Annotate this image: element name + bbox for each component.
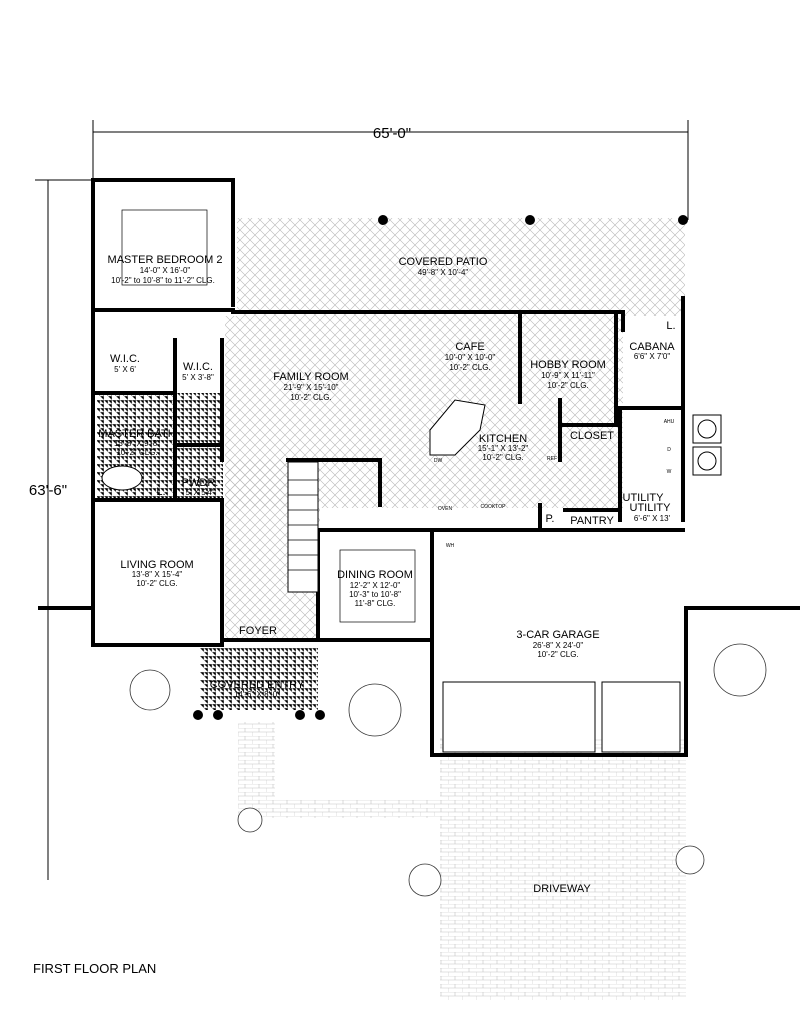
svg-text:10'-2" CLG.: 10'-2" CLG. xyxy=(547,381,588,390)
room-master-bedroom: MASTER BEDROOM 2 14'-0" X 16'-0" 10'-2" … xyxy=(108,254,223,285)
bathtub xyxy=(101,465,143,491)
svg-text:COVERED PATIO: COVERED PATIO xyxy=(399,256,488,268)
room-family-room: FAMILY ROOM 21'-9" X 15'-10" 10'-2" CLG. xyxy=(273,371,348,402)
fixture-w: W xyxy=(667,469,672,475)
room-powder: PWDR. 5' X 5'4" xyxy=(182,477,219,497)
svg-text:HOBBY ROOM: HOBBY ROOM xyxy=(530,359,606,371)
room-hobby-room: HOBBY ROOM 10'-9" X 11'-11" 10'-2" CLG. xyxy=(530,359,606,390)
svg-text:CAFE: CAFE xyxy=(455,341,484,353)
svg-text:FAMILY ROOM: FAMILY ROOM xyxy=(273,371,348,383)
room-wic-1: W.I.C. 5' X 6' xyxy=(110,353,140,374)
svg-text:10'-2" to 10'-8" to 11'-2" CLG: 10'-2" to 10'-8" to 11'-2" CLG. xyxy=(111,276,215,285)
room-utility: UTILITY UTILITY 6'-6" X 13' xyxy=(623,492,672,523)
room-kitchen: KITCHEN 15'-1" X 13'-2" 10'-2" CLG. xyxy=(478,433,529,462)
svg-text:10'-0" X 10'-0": 10'-0" X 10'-0" xyxy=(445,353,496,362)
landscape-plants xyxy=(129,643,767,897)
room-master-bath: MASTER BATH 13'-8" X 9'-8" 10'-2" CLG. xyxy=(98,428,175,457)
svg-text:6'-6" X 13': 6'-6" X 13' xyxy=(634,514,671,523)
room-linen-1: L. xyxy=(156,486,165,498)
room-foyer: FOYER xyxy=(239,625,277,637)
covered-patio-floor xyxy=(237,218,685,316)
svg-text:15'-1" X 13'-2": 15'-1" X 13'-2" xyxy=(478,444,529,453)
fixture-ahu: AHU xyxy=(664,419,675,425)
svg-text:14'-6" X 8'-0": 14'-6" X 8'-0" xyxy=(234,690,280,699)
washer-dryer xyxy=(692,414,722,476)
kitchen-island xyxy=(429,399,486,456)
svg-text:MASTER BATH: MASTER BATH xyxy=(98,428,175,440)
fixture-oven: OVEN xyxy=(438,506,453,512)
fixture-cooktop: COOKTOP xyxy=(481,504,507,510)
svg-text:5' X 5'4": 5' X 5'4" xyxy=(185,488,214,497)
svg-text:10'-2" CLG.: 10'-2" CLG. xyxy=(449,363,490,372)
fixture-dw: DW xyxy=(434,458,443,464)
svg-text:13'-8" X 15'-4": 13'-8" X 15'-4" xyxy=(132,570,183,579)
room-wic-2: W.I.C. 5' X 3'-8" xyxy=(182,361,214,382)
room-cafe: CAFE 10'-0" X 10'-0" 10'-2" CLG. xyxy=(445,341,496,372)
depth-dimension-label: 63'-6" xyxy=(29,482,67,499)
garage-door-single[interactable] xyxy=(601,681,681,753)
svg-text:10'-3" to 10'-8": 10'-3" to 10'-8" xyxy=(349,590,401,599)
patio-columns xyxy=(193,215,688,720)
svg-text:5' X 3'-8": 5' X 3'-8" xyxy=(182,373,214,382)
room-covered-entry: COVERED ENTRY 14'-6" X 8'-0" xyxy=(210,679,305,699)
svg-text:CABANA: CABANA xyxy=(629,341,675,353)
svg-text:DINING ROOM: DINING ROOM xyxy=(337,569,413,581)
room-driveway: DRIVEWAY xyxy=(533,883,591,895)
svg-text:14'-0" X 16'-0": 14'-0" X 16'-0" xyxy=(140,266,191,275)
svg-text:12'-2" X 12'-0": 12'-2" X 12'-0" xyxy=(350,581,401,590)
svg-text:6'6" X 7'0": 6'6" X 7'0" xyxy=(634,352,670,361)
svg-text:KITCHEN: KITCHEN xyxy=(479,433,527,445)
plan-title: FIRST FLOOR PLAN xyxy=(33,961,156,976)
svg-text:10'-2" CLG.: 10'-2" CLG. xyxy=(290,393,331,402)
svg-text:10'-9" X 11'-11": 10'-9" X 11'-11" xyxy=(541,371,595,380)
svg-text:11'-8" CLG.: 11'-8" CLG. xyxy=(355,599,396,608)
entry-walkway xyxy=(238,722,440,818)
garage-door-double[interactable] xyxy=(442,681,596,753)
fixture-ref: REF xyxy=(547,456,557,462)
dining-tray-ceiling xyxy=(339,549,416,623)
svg-text:UTILITY: UTILITY xyxy=(623,492,665,504)
svg-text:26'-8" X 24'-0": 26'-8" X 24'-0" xyxy=(533,641,584,650)
room-pantry-small: P. xyxy=(546,513,555,525)
svg-text:3-CAR GARAGE: 3-CAR GARAGE xyxy=(516,629,599,641)
svg-text:UTILITY: UTILITY xyxy=(630,502,672,514)
room-closet: CLOSET xyxy=(570,430,614,442)
bedroom-tray-ceiling xyxy=(121,209,208,286)
fixture-wh: WH xyxy=(446,543,455,549)
svg-text:LIVING ROOM: LIVING ROOM xyxy=(120,559,193,571)
svg-text:49'-8" X 10'-4": 49'-8" X 10'-4" xyxy=(418,268,469,277)
driveway-paving xyxy=(440,738,686,1000)
svg-text:10'-2" CLG.: 10'-2" CLG. xyxy=(116,448,157,457)
svg-text:PWDR.: PWDR. xyxy=(182,477,219,489)
walls xyxy=(38,178,800,757)
room-covered-patio: COVERED PATIO 49'-8" X 10'-4" xyxy=(399,256,488,277)
svg-text:10'-2" CLG.: 10'-2" CLG. xyxy=(537,650,578,659)
svg-text:W.I.C.: W.I.C. xyxy=(110,353,140,365)
svg-text:MASTER BEDROOM 2: MASTER BEDROOM 2 xyxy=(108,254,223,266)
room-pantry: PANTRY xyxy=(570,515,614,527)
svg-text:21'-9" X 15'-10": 21'-9" X 15'-10" xyxy=(284,383,339,392)
dimension-width: 65'-0" xyxy=(92,120,689,220)
room-dining-room: DINING ROOM 12'-2" X 12'-0" 10'-3" to 10… xyxy=(337,569,413,608)
svg-text:10'-2" CLG.: 10'-2" CLG. xyxy=(136,579,177,588)
room-cabana: CABANA 6'6" X 7'0" xyxy=(629,341,675,361)
staircase xyxy=(287,461,319,593)
room-linen-2: L. xyxy=(666,320,675,332)
svg-text:13'-8" X 9'-8": 13'-8" X 9'-8" xyxy=(114,439,160,448)
dimension-depth: 63'-6" xyxy=(29,179,93,880)
svg-text:W.I.C.: W.I.C. xyxy=(183,361,213,373)
covered-entry-floor xyxy=(200,648,318,710)
svg-text:10'-2" CLG.: 10'-2" CLG. xyxy=(482,453,523,462)
svg-text:COVERED ENTRY: COVERED ENTRY xyxy=(210,679,305,691)
room-living-room: LIVING ROOM 13'-8" X 15'-4" 10'-2" CLG. xyxy=(120,559,193,588)
room-garage: 3-CAR GARAGE 26'-8" X 24'-0" 10'-2" CLG. xyxy=(516,629,599,659)
width-dimension-label: 65'-0" xyxy=(373,125,411,142)
svg-text:5' X 6': 5' X 6' xyxy=(114,365,136,374)
fixture-d: D xyxy=(667,447,671,453)
